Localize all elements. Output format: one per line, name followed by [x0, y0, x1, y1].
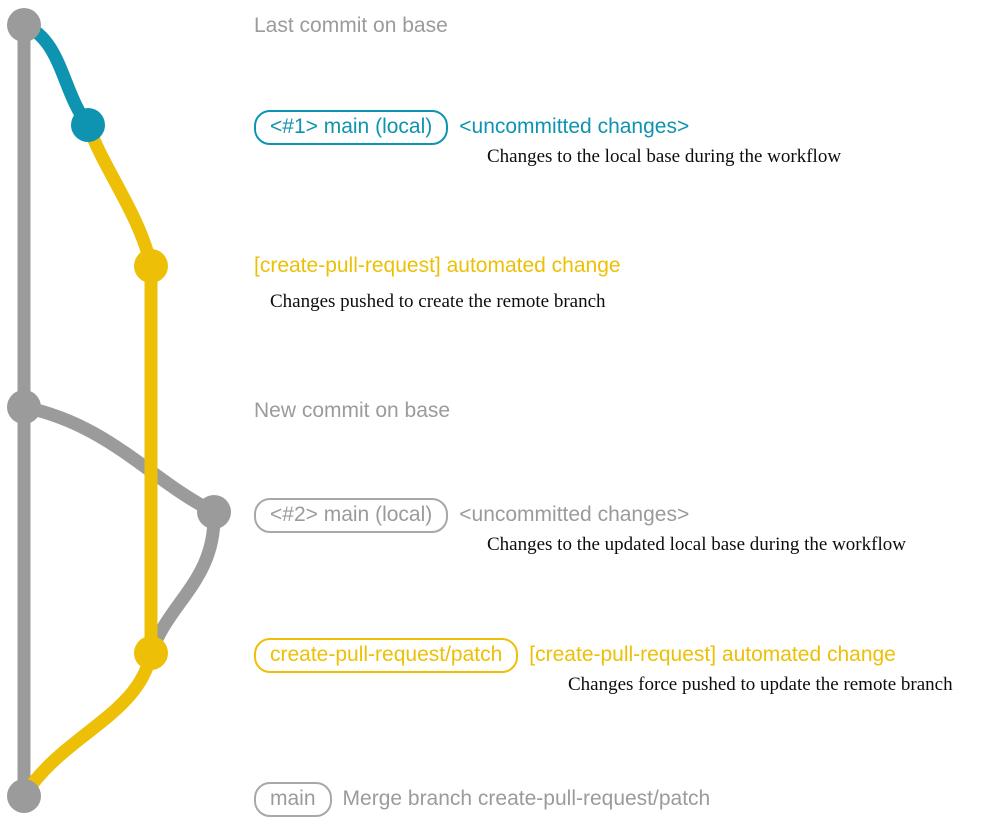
edge-base-to-local2	[17, 400, 221, 519]
commit-subject-merge: Merge branch create-pull-request/patch	[342, 787, 711, 810]
commit-row-local-commit-2: <#2> main (local) <uncommitted changes>	[254, 498, 690, 534]
node-remote-patch	[134, 636, 168, 670]
node-base-new	[7, 390, 41, 424]
ref-chip-create-pull-request-patch[interactable]: create-pull-request/patch	[254, 638, 519, 674]
commit-row-local-commit-1: <#1> main (local) <uncommitted changes>	[254, 110, 690, 146]
commit-subject-remote-create: [create-pull-request] automated change	[254, 254, 621, 277]
ref-chip-main[interactable]: main	[254, 782, 332, 818]
ref-chip-main-local-2[interactable]: <#2> main (local)	[254, 498, 449, 534]
edge-base-to-local1	[17, 18, 95, 132]
commit-note-remote-patch: Changes force pushed to update the remot…	[568, 674, 953, 695]
commit-label-new-commit-on-base: New commit on base	[254, 399, 451, 422]
commit-note-local-2: Changes to the updated local base during…	[487, 534, 906, 555]
commit-row-remote-patch: create-pull-request/patch [create-pull-r…	[254, 638, 896, 674]
commit-note-remote-create: Changes pushed to create the remote bran…	[270, 291, 606, 312]
node-base-head	[7, 8, 41, 42]
node-base-merge	[7, 779, 41, 813]
edge-local1-to-remote-create	[81, 118, 158, 273]
node-local-2	[197, 495, 231, 529]
edge-patch-to-merge	[17, 646, 158, 803]
commit-row-remote-create: [create-pull-request] automated change	[254, 254, 621, 277]
commit-subject-local-2: <uncommitted changes>	[459, 503, 690, 526]
commit-label-last-commit-on-base: Last commit on base	[254, 14, 448, 37]
commit-note-local-1: Changes to the local base during the wor…	[487, 146, 842, 167]
commit-subject-local-1: <uncommitted changes>	[459, 115, 690, 138]
commit-row-merge: main Merge branch create-pull-request/pa…	[254, 782, 711, 818]
node-local-1	[71, 108, 105, 142]
node-remote-create	[134, 249, 168, 283]
edge-local2-to-patch	[144, 505, 221, 660]
commit-subject-remote-patch: [create-pull-request] automated change	[529, 643, 896, 666]
ref-chip-main-local-1[interactable]: <#1> main (local)	[254, 110, 449, 146]
